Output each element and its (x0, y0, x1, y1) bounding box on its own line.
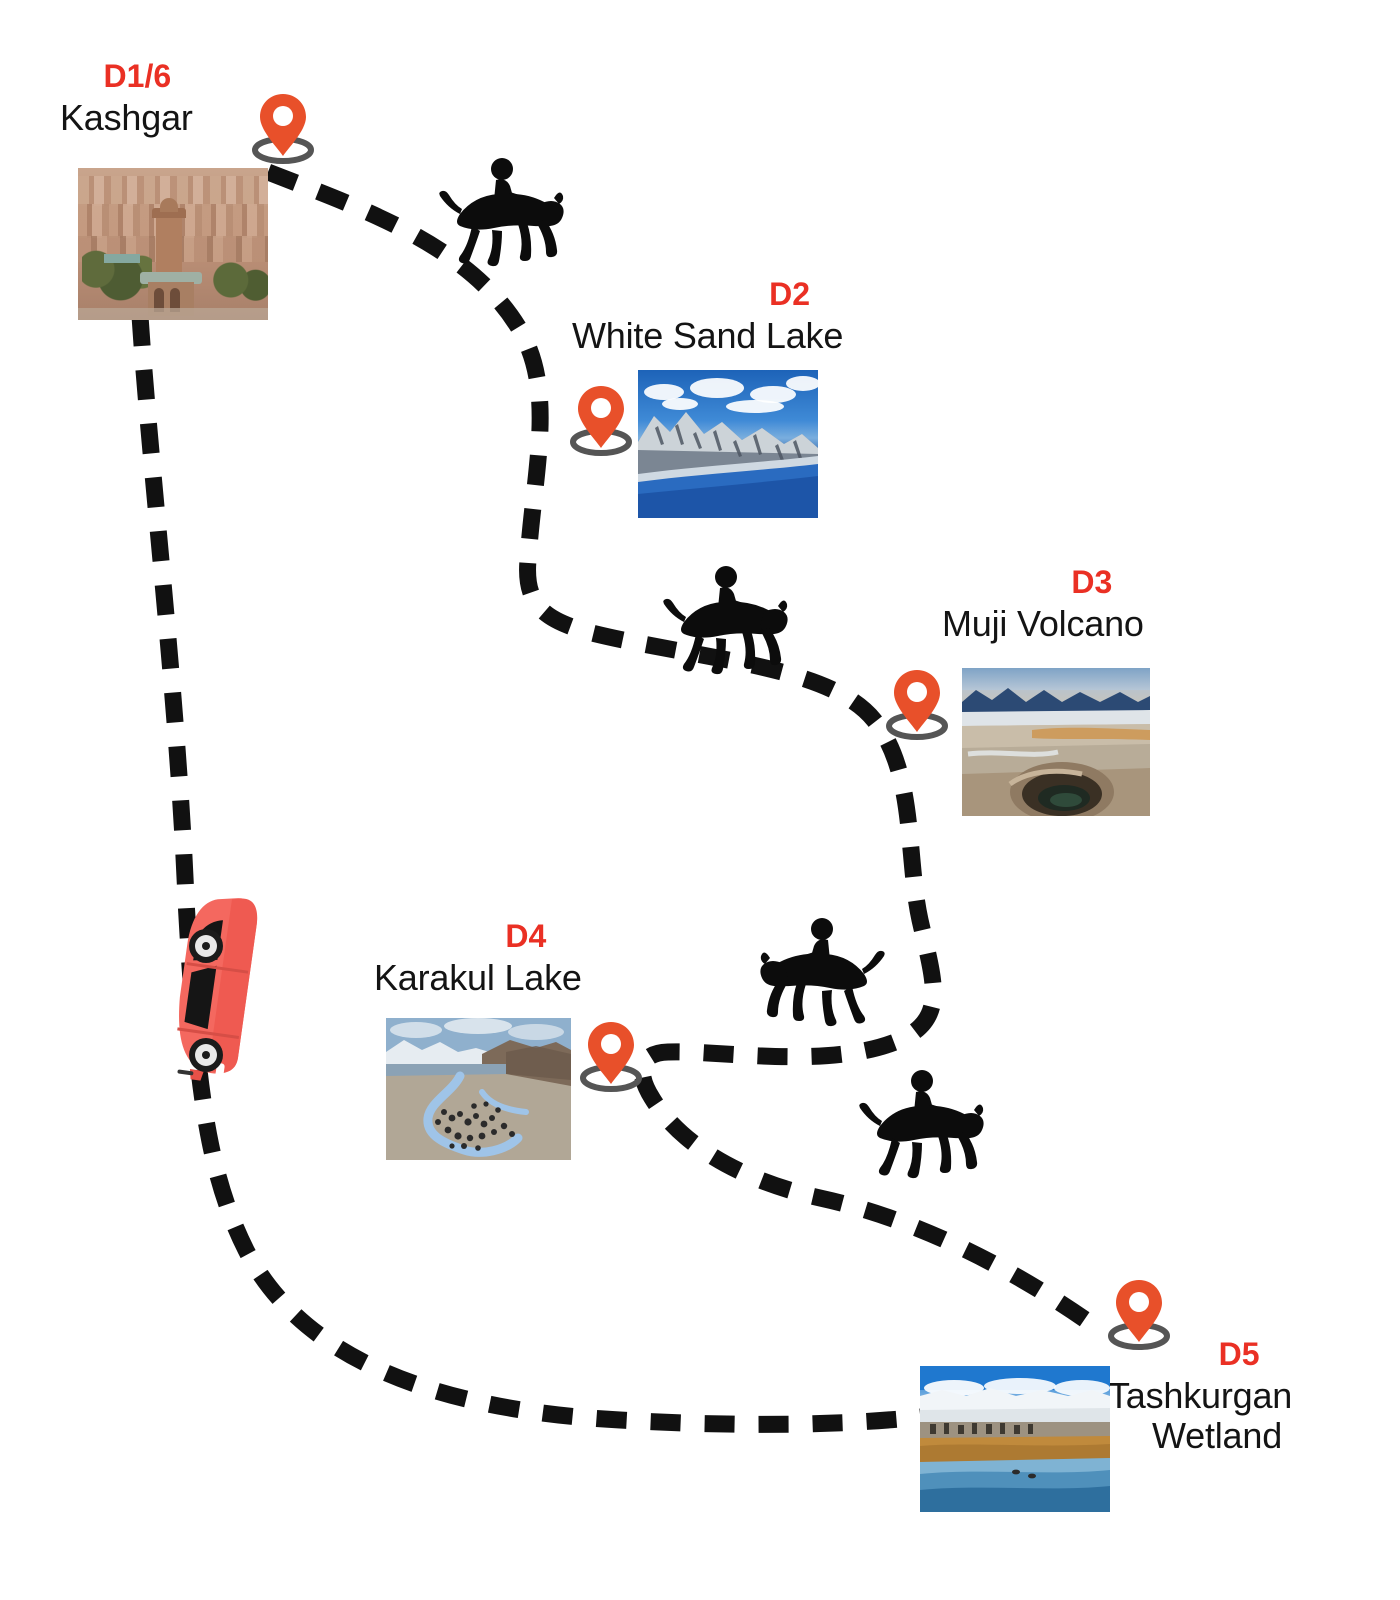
map-pin-icon (1108, 1280, 1170, 1350)
stop-d2-photo[interactable] (638, 370, 818, 518)
horse-rider-icon (439, 158, 564, 267)
stop-d1-day-label: D1/6 (103, 58, 172, 94)
stop-d1-kashgar[interactable]: D1/6 Kashgar (60, 58, 193, 138)
stop-d1-photo[interactable] (78, 168, 268, 320)
stop-d5-pin[interactable] (1106, 1272, 1172, 1350)
car-icon-wrapper (168, 898, 308, 1088)
map-pin-icon (886, 670, 948, 740)
map-pin-icon (252, 94, 314, 164)
horse-rider-icon (760, 918, 885, 1027)
stop-d3-muji-volcano[interactable]: D3 Muji Volcano (942, 564, 1144, 644)
stop-d2-place-label: White Sand Lake (572, 314, 844, 356)
horse-rider-3 (758, 912, 888, 1030)
stop-d4-day-label: D4 (505, 918, 547, 954)
horse-rider-icon (663, 566, 788, 675)
stop-d5-tashkurgan-wetland[interactable]: D5 Tashkurgan Wetland (1108, 1336, 1293, 1456)
stop-d4-photo[interactable] (386, 1018, 571, 1160)
stop-d4-karakul-lake[interactable]: D4 Karakul Lake (374, 918, 582, 998)
stop-d1-place-label: Kashgar (60, 96, 193, 138)
car-icon (177, 898, 258, 1081)
stop-d5-place-label-line2: Wetland (1152, 1414, 1283, 1456)
stop-d3-place-label: Muji Volcano (942, 602, 1144, 644)
stop-d3-photo[interactable] (962, 668, 1150, 816)
stop-d5-photo[interactable] (920, 1366, 1110, 1512)
stop-d2-pin[interactable] (568, 378, 634, 456)
stop-d2-white-sand-lake[interactable]: D2 White Sand Lake (572, 276, 844, 356)
map-pin-icon (580, 1022, 642, 1092)
stop-d5-place-label: Tashkurgan (1108, 1374, 1293, 1416)
stop-d4-pin[interactable] (578, 1014, 644, 1092)
horse-rider-1 (436, 152, 566, 270)
horse-rider-2 (660, 560, 790, 678)
map-pin-icon (570, 386, 632, 456)
stop-d4-place-label: Karakul Lake (374, 956, 582, 998)
horse-rider-icon (859, 1070, 984, 1179)
horse-rider-4 (856, 1064, 986, 1182)
stop-d3-pin[interactable] (884, 662, 950, 740)
stop-d5-day-label: D5 (1218, 1336, 1260, 1372)
stop-d2-day-label: D2 (769, 276, 811, 312)
stop-d1-pin[interactable] (250, 86, 316, 164)
stop-d3-day-label: D3 (1071, 564, 1113, 600)
